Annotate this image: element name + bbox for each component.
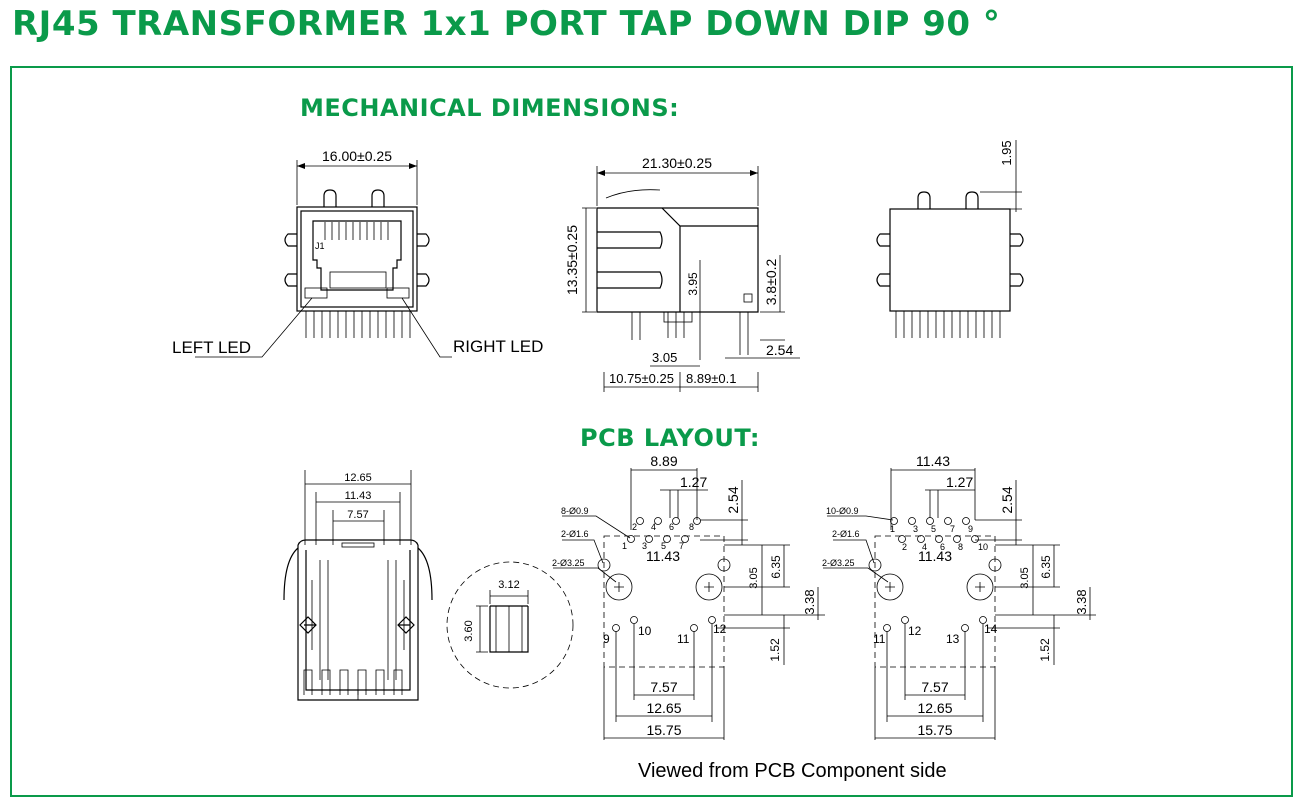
bottom-dim-1265: 12.65 xyxy=(344,472,372,484)
pcb-a-pin-1: 1 xyxy=(622,541,627,551)
pcb-a-led-pin-12: 12 xyxy=(713,622,727,636)
right-led-label: RIGHT LED xyxy=(453,337,543,356)
pcb-a-led-pin-11: 11 xyxy=(677,632,690,646)
pcb-a-pin-8: 8 xyxy=(689,522,694,532)
pcb-a-pin-4: 4 xyxy=(651,522,656,532)
detail-dim-360: 3.60 xyxy=(463,620,475,641)
view-caption: Viewed from PCB Component side xyxy=(638,760,947,782)
pcb-a-row-dim: 2.54 xyxy=(725,486,741,513)
pcb-b-pin-5: 5 xyxy=(931,524,936,534)
side-height-dim: 13.35±0.25 xyxy=(564,225,580,295)
pcb-a-pin-5: 5 xyxy=(661,541,666,551)
pcb-b-pin-9: 9 xyxy=(968,524,973,534)
pcb-a-pitch-dim: 1.27 xyxy=(680,474,707,490)
pcb-b-dim-1575: 15.75 xyxy=(917,722,952,738)
pcb-b-dim-635: 6.35 xyxy=(1039,555,1053,579)
pcb-layout-8pin: 8.89 1.27 2.54 1 2 3 4 5 6 7 8 8-Ø0.9 2-… xyxy=(552,453,825,740)
left-led-label: LEFT LED xyxy=(172,338,251,357)
pcb-a-dim-757: 7.57 xyxy=(650,679,677,695)
pcb-b-pin-4: 4 xyxy=(922,542,927,552)
pcb-a-dim-152: 1.52 xyxy=(768,638,782,662)
pcb-a-led-pin-9: 9 xyxy=(603,632,610,646)
pcb-b-pin-10: 10 xyxy=(978,542,988,552)
pcb-a-dim-1575: 15.75 xyxy=(646,722,681,738)
pcb-a-dim-338: 3.38 xyxy=(802,589,817,614)
front-view: 16.00±0.25 J1 LEFT LED RIGHT LED xyxy=(172,148,543,358)
pcb-a-led-pin-10: 10 xyxy=(638,624,652,638)
pcb-b-pin-2: 2 xyxy=(902,542,907,552)
pcb-b-pin-8: 8 xyxy=(958,542,963,552)
section-mechanical-dimensions: MECHANICAL DIMENSIONS: xyxy=(300,94,680,122)
side-dim-889: 8.89±0.1 xyxy=(686,371,737,386)
pcb-b-top-dim: 11.43 xyxy=(916,453,950,469)
bottom-dim-757: 7.57 xyxy=(347,509,368,521)
pcb-a-dim-635: 6.35 xyxy=(769,555,783,579)
rear-view: 1.95 xyxy=(876,140,1024,338)
page-title: RJ45 TRANSFORMER 1x1 PORT TAP DOWN DIP 9… xyxy=(12,4,1001,44)
pcb-a-pin-hole: 8-Ø0.9 xyxy=(561,506,589,516)
jack-label: J1 xyxy=(315,241,325,251)
pcb-b-pin-hole: 10-Ø0.9 xyxy=(826,506,859,516)
pcb-a-pin-2: 2 xyxy=(632,522,637,532)
pcb-b-pin-1: 1 xyxy=(890,524,895,534)
detail-dim-312: 3.12 xyxy=(498,579,519,591)
pcb-b-pin-7: 7 xyxy=(950,524,955,534)
front-width-dim: 16.00±0.25 xyxy=(322,148,392,164)
side-dim-1075: 10.75±0.25 xyxy=(609,371,674,386)
pcb-b-dim-305: 3.05 xyxy=(1019,567,1031,588)
pcb-a-dim-305: 3.05 xyxy=(748,567,760,588)
side-length-dim: 21.30±0.25 xyxy=(642,155,712,171)
pcb-a-dim-1265: 12.65 xyxy=(646,700,681,716)
pcb-b-led-pin-13: 13 xyxy=(946,632,960,646)
pcb-b-led-pin-12: 12 xyxy=(908,624,922,638)
pcb-a-mid-dim: 11.43 xyxy=(646,548,680,564)
pcb-b-dim-1265: 12.65 xyxy=(917,700,952,716)
pcb-a-top-dim: 8.89 xyxy=(650,453,677,469)
bottom-view: 12.65 11.43 7.57 xyxy=(283,470,433,701)
pcb-a-led-hole: 2-Ø1.6 xyxy=(561,529,589,539)
pcb-b-dim-338: 3.38 xyxy=(1074,589,1089,614)
pcb-a-pin-7: 7 xyxy=(679,541,684,551)
pcb-a-mount-hole: 2-Ø3.25 xyxy=(552,558,585,568)
pcb-b-pin-3: 3 xyxy=(913,524,918,534)
pcb-b-pitch-dim: 1.27 xyxy=(946,474,973,490)
side-view: 21.30±0.25 13.35±0.25 3.95 3.8±0.2 3.05 … xyxy=(564,155,800,392)
pcb-b-pin-6: 6 xyxy=(940,542,945,552)
pcb-b-led-pin-11: 11 xyxy=(873,632,886,646)
side-dim-305: 3.05 xyxy=(652,350,677,365)
pcb-layout-10pin: 11.43 1.27 2.54 1 2 3 4 5 6 7 8 9 10 10-… xyxy=(822,453,1096,740)
pcb-a-pin-3: 3 xyxy=(642,541,647,551)
detail-view: 3.12 3.60 xyxy=(446,561,574,689)
pcb-b-dim-757: 7.57 xyxy=(921,679,948,695)
drawing-frame xyxy=(10,66,1293,797)
pcb-b-led-hole: 2-Ø1.6 xyxy=(832,529,860,539)
bottom-dim-1143: 11.43 xyxy=(345,490,372,502)
pcb-b-led-pin-14: 14 xyxy=(984,622,998,636)
side-dim-254: 2.54 xyxy=(766,342,793,358)
side-dim-38: 3.8±0.2 xyxy=(763,258,779,305)
pcb-a-pin-6: 6 xyxy=(669,522,674,532)
pcb-b-row-dim: 2.54 xyxy=(999,486,1015,513)
pcb-b-mid-dim: 11.43 xyxy=(918,548,952,564)
pcb-b-mount-hole: 2-Ø3.25 xyxy=(822,558,855,568)
side-dim-395: 3.95 xyxy=(686,272,700,296)
pcb-b-dim-152: 1.52 xyxy=(1038,638,1052,662)
section-pcb-layout: PCB LAYOUT: xyxy=(580,424,760,452)
rear-dim-195: 1.95 xyxy=(999,140,1014,165)
